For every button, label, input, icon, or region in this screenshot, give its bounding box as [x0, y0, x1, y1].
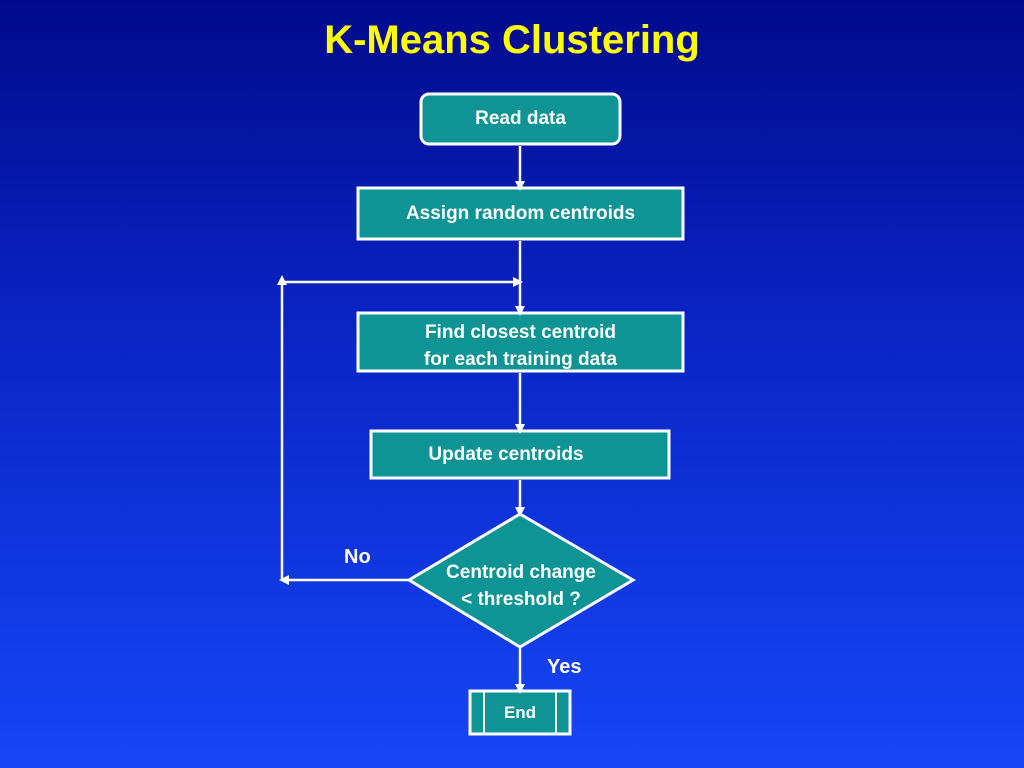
label-assign-random-centroids: Assign random centroids — [405, 203, 636, 224]
edge-label-no: No — [344, 546, 371, 568]
label-update-centroids: Update centroids — [428, 444, 584, 465]
node-read-data — [419, 92, 622, 146]
node-find-closest-centroid — [356, 311, 685, 373]
label-find-closest-line1: Find closest centroid — [424, 322, 617, 343]
diagram-title: K-Means Clustering — [324, 18, 700, 62]
label-end: End — [503, 703, 537, 722]
node-decision-centroid-change — [406, 512, 636, 649]
label-read-data: Read data — [475, 108, 566, 129]
node-update-centroids — [369, 429, 671, 480]
edge-label-yes: Yes — [547, 656, 582, 678]
label-decision-line2: < threshold ? — [461, 589, 581, 610]
label-find-closest-line2: for each training data — [423, 349, 618, 370]
label-decision-line1: Centroid change — [446, 562, 596, 583]
